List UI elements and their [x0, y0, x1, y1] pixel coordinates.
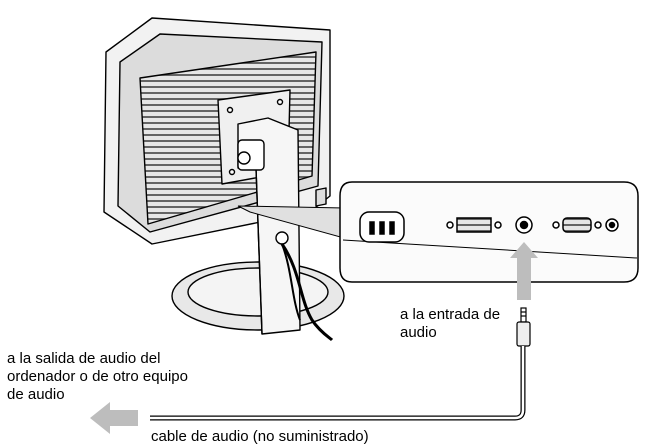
- audio-input-line-1: a la entrada de: [400, 306, 501, 323]
- arrow-to-audio-input-icon: [510, 242, 538, 300]
- audio-cable: [150, 346, 526, 421]
- audio-output-label: a la salida de audio del ordenador o de …: [7, 350, 188, 404]
- connector-panel: [339, 181, 639, 283]
- cable-label: cable de audio (no suministrado): [151, 428, 369, 446]
- audio-input-label: a la entrada de audio: [400, 306, 500, 342]
- monitor-rear-illustration: [103, 17, 345, 342]
- audio-output-line-2: ordenador o de otro equipo: [7, 368, 188, 385]
- arrow-to-computer-icon: [90, 402, 138, 434]
- audio-output-line-1: a la salida de audio del: [7, 350, 161, 367]
- cable-label-text: cable de audio (no suministrado): [151, 428, 369, 445]
- audio-plug-icon: [516, 307, 531, 347]
- audio-output-line-3: de audio: [7, 386, 65, 403]
- audio-input-line-2: audio: [400, 324, 437, 341]
